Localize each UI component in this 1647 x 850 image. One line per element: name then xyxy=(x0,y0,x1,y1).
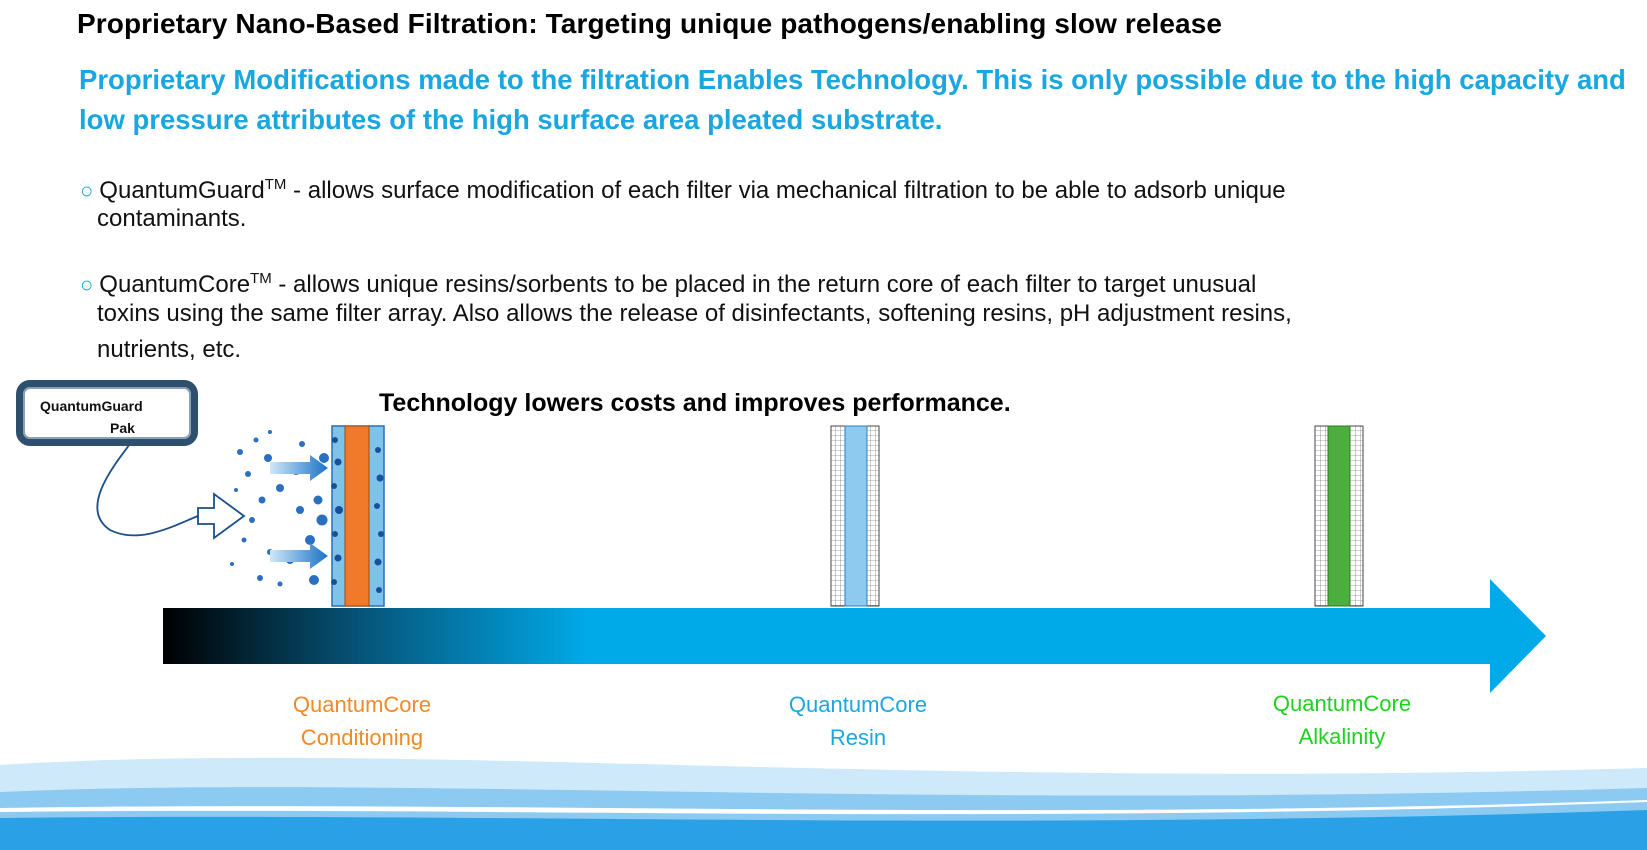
alkalinity-filter xyxy=(1314,425,1364,607)
quantumcore-name: QuantumCore xyxy=(99,271,251,298)
stage-label-resin: QuantumCore Resin xyxy=(748,688,968,754)
stage-label-line2: Alkalinity xyxy=(1298,724,1386,749)
page-title: Proprietary Nano-Based Filtration: Targe… xyxy=(77,8,1223,39)
bullet-quantumcore-line3: nutrients, etc. xyxy=(97,336,242,363)
resin-filter xyxy=(830,425,880,607)
conditioning-filter xyxy=(331,425,385,607)
pak-label-line2: Pak xyxy=(110,420,135,436)
process-arrow xyxy=(163,579,1546,693)
bullet-quantumguard-line2: contaminants. xyxy=(97,205,247,232)
stage-label-line1: QuantumCore xyxy=(1272,691,1412,716)
quantumcore-tm: TM xyxy=(250,270,272,287)
stage-label-line2: Resin xyxy=(829,725,887,750)
stage-label-conditioning: QuantumCore Conditioning xyxy=(252,688,472,754)
quantumcore-text: - allows unique resins/sorbents to be pl… xyxy=(271,271,1257,298)
stage-label-line1: QuantumCore xyxy=(788,692,928,717)
footer-wave xyxy=(0,757,1647,850)
quantumguard-text: - allows surface modification of each fi… xyxy=(286,177,1286,204)
quantumguard-name: QuantumGuard xyxy=(99,177,265,204)
page-subtitle: Proprietary Modifications made to the fi… xyxy=(79,64,1626,135)
tagline: Technology lowers costs and improves per… xyxy=(379,389,1011,417)
bullet-quantumcore: ○QuantumCoreTM - allows unique resins/so… xyxy=(80,261,1480,303)
stage-label-line1: QuantumCore xyxy=(292,692,432,717)
quantumguard-pak-box xyxy=(16,380,198,446)
pak-label-line1: QuantumGuard xyxy=(40,398,143,414)
bullet-quantumcore-line2: toxins using the same filter array. Also… xyxy=(97,300,1292,327)
stage-label-alkalinity: QuantumCore Alkalinity xyxy=(1232,687,1452,753)
pak-connector-line xyxy=(96,443,199,537)
stage-label-line2: Conditioning xyxy=(300,725,424,750)
outline-arrow xyxy=(197,492,246,540)
flow-arrows xyxy=(270,455,328,569)
bullet-marker: ○ xyxy=(80,272,94,297)
bullet-quantumguard: ○QuantumGuardTM - allows surface modific… xyxy=(80,167,1480,209)
quantumguard-tm: TM xyxy=(264,176,287,193)
bullet-marker: ○ xyxy=(80,178,94,203)
